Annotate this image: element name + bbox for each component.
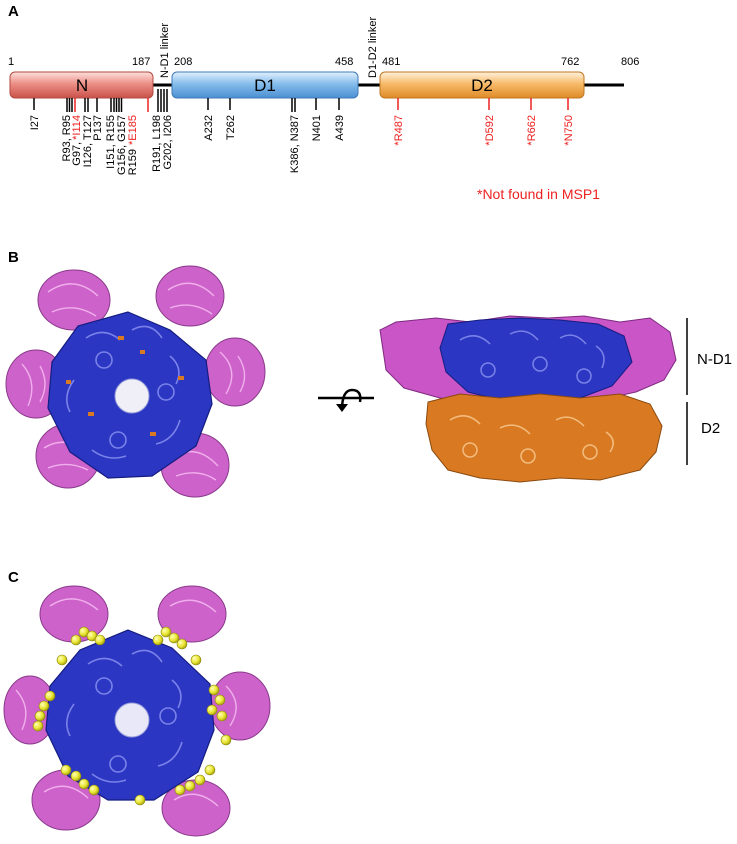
- mut-label-17: *R662: [526, 115, 538, 146]
- hexamer-top-view-mutations: [3, 585, 271, 837]
- pos-end: 806: [621, 56, 639, 68]
- mut-label-6: G156, G157: [116, 115, 128, 175]
- pos-n-end: 187: [132, 56, 150, 68]
- pos-start: 1: [8, 56, 14, 68]
- mut-label-14: A439: [334, 115, 346, 141]
- panel-label-a: A: [8, 3, 19, 20]
- mut-label-1: R93, R95: [61, 115, 73, 161]
- side-label-nd1: N-D1: [697, 351, 732, 368]
- side-label-d2: D2: [701, 420, 720, 437]
- mutation-labels: I27 R93, R95 G97, *I114 I126, T127 P137 I…: [29, 115, 575, 175]
- mut-label-12: K386, N387: [289, 115, 301, 173]
- mut-label-2: G97,: [71, 142, 83, 166]
- mut-label-15: *R487: [393, 115, 405, 146]
- footnote: *Not found in MSP1: [477, 186, 600, 202]
- mut-label-3: I126, T127: [82, 115, 94, 167]
- mut-label-7: R159: [127, 149, 139, 175]
- domain-d1-box: [171, 71, 359, 99]
- mut-label-11: T262: [225, 115, 237, 140]
- linker-nd1-label: N-D1 linker: [159, 23, 171, 78]
- panel-label-b: B: [8, 249, 19, 266]
- n-domains-ring: [5, 265, 266, 498]
- svg-text:R159*E185: R159 *E185: [127, 115, 139, 175]
- mut-label-7-extra: *E185: [127, 115, 139, 145]
- pos-d1-start: 208: [174, 56, 192, 68]
- mut-label-18: *N750: [563, 115, 575, 146]
- mut-label-5: I151, R155: [105, 115, 117, 169]
- panel-label-c: C: [8, 569, 19, 586]
- d2-specks: [66, 336, 184, 436]
- c-central-pore: [114, 702, 150, 738]
- domain-d2-box: [379, 71, 585, 99]
- mutation-ticks: [33, 89, 569, 112]
- pos-d1-end: 458: [335, 56, 353, 68]
- mut-label-16: *D592: [484, 115, 496, 146]
- mutation-spheres: [32, 626, 232, 806]
- mut-label-8: R191, L198: [151, 115, 163, 172]
- mut-label-10: A232: [203, 115, 215, 141]
- pos-d2-end: 762: [561, 56, 579, 68]
- domain-n-box: [9, 71, 154, 99]
- rotate-arrow-icon: [318, 388, 374, 412]
- hexamer-side-view: [379, 315, 677, 483]
- mut-label-13: N401: [311, 115, 323, 141]
- domain-n-label: N: [76, 76, 88, 95]
- mut-label-4: P137: [92, 115, 104, 141]
- side-d1-layer: [439, 317, 633, 403]
- domain-d2-label: D2: [471, 76, 493, 95]
- linker-d1d2-label: D1-D2 linker: [367, 17, 379, 78]
- domain-d1-label: D1: [254, 76, 276, 95]
- central-pore: [114, 378, 150, 414]
- pos-d2-start: 481: [382, 56, 400, 68]
- side-d2-layer: [425, 393, 663, 483]
- mut-label-9: G202, I206: [162, 115, 174, 169]
- svg-text:G97,*I114: G97, *I114: [71, 115, 83, 166]
- hexamer-top-view: [5, 265, 266, 498]
- mut-label-2-extra: *I114: [71, 115, 83, 140]
- mut-label-0: I27: [29, 115, 41, 130]
